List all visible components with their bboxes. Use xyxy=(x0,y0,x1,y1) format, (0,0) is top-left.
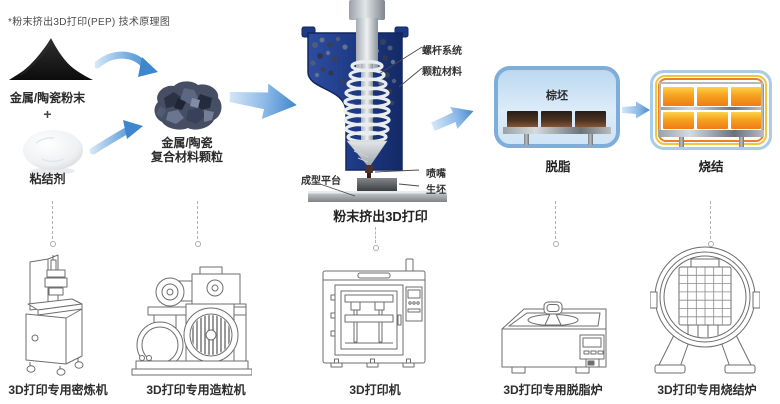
granules-label-line2: 复合材料颗粒 xyxy=(150,150,223,164)
machine-caption-granulator: 3D打印专用造粒机 xyxy=(146,383,246,397)
brown-body-label: 棕坯 xyxy=(546,90,568,102)
arrow-powder-to-granules-icon xyxy=(95,51,158,77)
glowing-part xyxy=(731,87,761,106)
machine-caption-mixer: 3D打印专用密炼机 xyxy=(8,383,108,397)
binder-label: 粘结剂 xyxy=(29,172,66,186)
glowing-part xyxy=(663,112,694,129)
sinter-shelf-mid xyxy=(661,107,761,110)
granules-label: 金属/陶瓷 复合材料颗粒 xyxy=(138,136,236,164)
connector-dashed-line xyxy=(373,227,379,251)
extruder-illustration xyxy=(301,0,447,202)
shelf-leg xyxy=(524,134,529,145)
glowing-part xyxy=(663,87,694,106)
glowing-part xyxy=(697,112,728,129)
binder-illustration xyxy=(23,130,83,175)
printer-machine-illustration xyxy=(322,258,426,368)
arrow-printer-to-debinding-icon xyxy=(431,106,474,131)
build-platform-label: 成型平台 xyxy=(301,176,341,187)
mixer-machine-illustration xyxy=(25,254,84,376)
diagram-title: *粉末挤出3D打印(PEP) 技术原理图 xyxy=(8,17,171,28)
granulator-machine-illustration xyxy=(131,266,252,376)
composite-granules-illustration xyxy=(154,81,222,130)
printer-caption: 粉末挤出3D打印 xyxy=(333,209,428,224)
machine-caption-printer: 3D打印机 xyxy=(349,383,401,397)
connector-dashed-line xyxy=(708,201,714,247)
sintering-furnace-illustration xyxy=(650,246,760,374)
nozzle-label: 喷嘴 xyxy=(426,169,446,180)
debinding-caption: 脱脂 xyxy=(545,160,571,174)
glowing-part xyxy=(731,112,761,129)
debinding-chamber: 棕坯 xyxy=(494,66,620,148)
green-body-label: 生坯 xyxy=(426,185,446,196)
machine-caption-sintering-furnace: 3D打印专用烧结炉 xyxy=(657,383,757,397)
debinding-furnace-illustration xyxy=(501,301,607,374)
screw-system-label: 螺杆系统 xyxy=(422,46,462,57)
heat-ring-yellow xyxy=(655,75,767,145)
brown-part xyxy=(507,111,538,128)
brown-part xyxy=(541,111,572,128)
sinter-shelf xyxy=(658,130,764,137)
shelf-leg xyxy=(739,137,744,147)
metal-ceramic-powder-illustration xyxy=(9,38,93,80)
connector-dashed-line xyxy=(50,201,56,247)
brown-part xyxy=(575,111,606,128)
sintering-caption: 烧结 xyxy=(698,160,724,174)
powder-label: 金属/陶瓷粉末 xyxy=(9,91,86,105)
arrow-debinding-to-sintering-icon xyxy=(622,101,650,119)
plus-sign: + xyxy=(43,106,52,122)
machine-caption-debinding-furnace: 3D打印专用脱脂炉 xyxy=(503,383,603,397)
arrow-granules-to-printer-icon xyxy=(229,83,297,119)
connector-dashed-line xyxy=(553,201,559,247)
debind-shelf xyxy=(503,127,611,134)
granules-label-line1: 金属/陶瓷 xyxy=(161,136,213,150)
granule-material-label: 颗粒材料 xyxy=(422,67,462,78)
sintering-chamber xyxy=(650,70,772,150)
shelf-leg xyxy=(588,134,593,145)
connector-dashed-line xyxy=(195,201,201,247)
shelf-leg xyxy=(679,137,684,147)
arrow-binder-to-granules-icon xyxy=(90,120,143,155)
glowing-part xyxy=(697,87,728,106)
